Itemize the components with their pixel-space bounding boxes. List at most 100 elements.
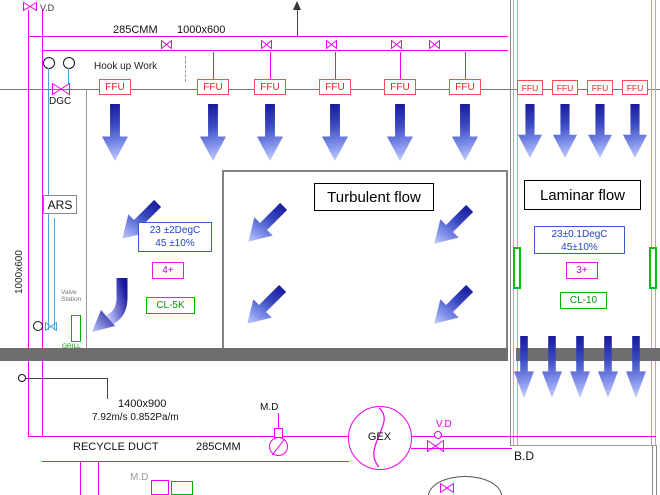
laminar-class-tag: CL-10: [560, 292, 607, 309]
curved-airflow-arrow: [92, 278, 128, 332]
vd-top-label: V.D: [40, 3, 55, 13]
grill-label: GRILL: [62, 343, 81, 350]
ffu-label: FFU: [626, 82, 644, 93]
bd-label: B.D: [514, 449, 535, 463]
class-text: CL-10: [569, 295, 598, 306]
ffu-unit: FFU: [384, 79, 416, 95]
supply-riser-outer-line: [28, 10, 29, 437]
damper-box-symbol: [151, 480, 169, 495]
laminar-temperature: 23±0.1DegC: [551, 229, 608, 240]
ffu-drop-line: [400, 52, 401, 80]
pipe-line: [54, 218, 55, 330]
duct-damper-icon: [161, 40, 172, 49]
airflow-arrow-down: [542, 336, 562, 398]
ffu-drop-line: [270, 52, 271, 80]
vd-valve-icon: [427, 440, 444, 452]
airflow-arrow-down: [623, 104, 647, 158]
ffu-label: FFU: [325, 81, 345, 93]
laminar-wall-line: [517, 0, 518, 446]
vd-bottom-label: V.D: [436, 419, 452, 430]
right-wall-line: [652, 446, 653, 495]
leader-line: [107, 378, 108, 399]
grille-box-symbol: [171, 481, 193, 495]
small-valve-icon: [440, 483, 454, 493]
md2-label: M.D: [130, 472, 149, 483]
laminar-title-text: Laminar flow: [539, 186, 626, 204]
riser-size-label: 1000x600: [14, 250, 25, 294]
pipe-line: [48, 68, 49, 84]
airflow-arrow-down: [553, 104, 577, 158]
duct-damper-icon: [429, 40, 440, 49]
airflow-arrow-down: [322, 104, 348, 161]
recycle-duct-bottom-line: [42, 461, 349, 462]
turbulent-temperature: 23 ±2DegC: [149, 225, 201, 236]
gex-label: GEX: [367, 431, 392, 443]
turbulent-conditions-box: 23 ±2DegC 45 ±10%: [138, 222, 212, 252]
valve-station-line1: Valve: [61, 289, 77, 296]
laminar-wall-line: [513, 0, 514, 446]
leader-node-icon: [18, 374, 26, 382]
exhaust-stub-line: [297, 10, 298, 36]
fan-blade-icon: [373, 407, 385, 468]
valve-circle-icon: [33, 321, 43, 331]
airflow-arrow-down: [588, 104, 612, 158]
ffu-unit: FFU: [319, 79, 351, 95]
supply-duct-top-line: [28, 36, 508, 37]
airchange-text: 4+: [162, 265, 174, 276]
turbulent-zone-title: Turbulent flow: [314, 183, 434, 211]
laminar-wall-line: [651, 0, 652, 446]
return-drop-line: [98, 461, 99, 495]
station-valve-icon: [45, 322, 57, 331]
instrument-circle-icon: [43, 57, 55, 69]
instrument-circle-icon: [63, 57, 75, 69]
airchange-text: 3+: [576, 265, 588, 276]
pipe-line: [68, 68, 69, 84]
airflow-arrow-down: [387, 104, 413, 161]
ffu-unit: FFU: [587, 80, 613, 95]
ffu-unit: FFU: [449, 79, 481, 95]
ffu-unit: FFU: [622, 80, 648, 95]
zone-divider-line: [510, 0, 511, 446]
hookup-leader-line: [185, 56, 186, 82]
supply-duct-size: 1000x600: [177, 24, 226, 36]
ffu-label: FFU: [105, 81, 125, 93]
laminar-airchange-tag: 3+: [566, 262, 598, 279]
turbulent-title-text: Turbulent flow: [327, 188, 421, 206]
leader-line: [26, 378, 107, 379]
ars-label: ARS: [47, 197, 73, 212]
supply-duct-bottom-line: [42, 50, 508, 51]
ffu-drop-line: [213, 52, 214, 80]
ffu-unit: FFU: [552, 80, 578, 95]
up-arrow-icon: [293, 1, 301, 10]
ffu-label: FFU: [390, 81, 410, 93]
supply-riser-inner-line: [42, 10, 43, 437]
raised-floor-bar: [0, 348, 508, 361]
vd-valve-icon: [23, 2, 37, 11]
motor-damper-symbol: [269, 437, 288, 456]
md-label: M.D: [260, 402, 279, 413]
duct-damper-icon: [391, 40, 402, 49]
class-text: CL-5K: [156, 300, 185, 311]
damper-stem-line: [278, 413, 279, 429]
valve-station-label: Valve Station: [61, 289, 81, 304]
return-drop-line: [80, 461, 81, 495]
supply-flow-rate: 285CMM: [113, 24, 158, 36]
dgc-valve-icon: [52, 83, 70, 95]
ars-box: ARS: [43, 195, 77, 214]
airflow-arrow-down: [626, 336, 646, 398]
valve-station-line2: Station: [61, 296, 82, 304]
duct-damper-icon: [261, 40, 272, 49]
vd-actuator-icon: [434, 431, 442, 439]
turbulent-humidity: 45 ±10%: [155, 238, 195, 250]
airflow-arrow-down: [200, 104, 226, 161]
duct-damper-icon: [326, 40, 337, 49]
ffu-label: FFU: [556, 82, 574, 93]
ffu-label: FFU: [591, 82, 609, 93]
exhaust-branch-line: [411, 448, 512, 449]
airflow-arrow-down: [257, 104, 283, 161]
ffu-label: FFU: [521, 82, 539, 93]
partition-wall-line: [86, 89, 87, 348]
recycle-flow-rate: 285CMM: [196, 441, 241, 453]
ffu-unit: FFU: [517, 80, 543, 95]
